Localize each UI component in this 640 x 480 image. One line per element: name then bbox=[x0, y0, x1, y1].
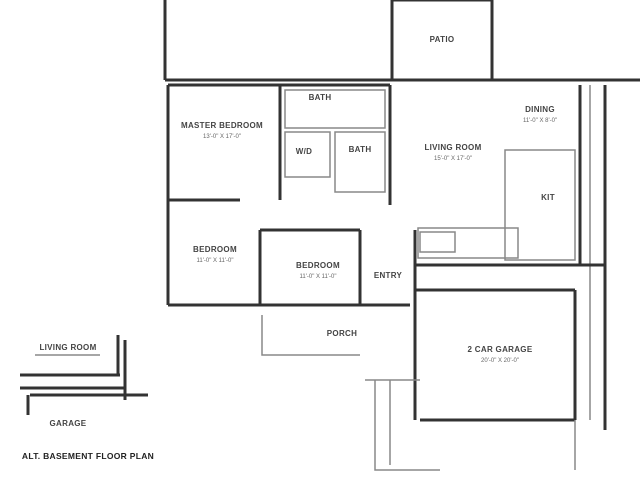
walls bbox=[163, 0, 640, 471]
svg-text:11'-0" X 11'-0": 11'-0" X 11'-0" bbox=[299, 274, 336, 280]
svg-text:11'-0" X 8'-0": 11'-0" X 8'-0" bbox=[523, 118, 557, 124]
label-entry: ENTRY bbox=[374, 271, 403, 280]
label-bedroom-2: BEDROOM bbox=[296, 261, 340, 270]
label-wd: W/D bbox=[296, 147, 312, 156]
label-porch: PORCH bbox=[327, 329, 357, 338]
label-bedroom-1: BEDROOM bbox=[193, 245, 237, 254]
alt-basement-inset bbox=[20, 335, 148, 415]
svg-text:13'-0" X 17'-0": 13'-0" X 17'-0" bbox=[203, 134, 241, 140]
label-master-bedroom: MASTER BEDROOM bbox=[181, 121, 263, 130]
label-patio: PATIO bbox=[430, 35, 455, 44]
inset-title: ALT. BASEMENT FLOOR PLAN bbox=[22, 451, 154, 461]
label-garage: 2 CAR GARAGE bbox=[468, 345, 533, 354]
label-bath-1: BATH bbox=[309, 93, 332, 102]
svg-text:20'-0" X 20'-0": 20'-0" X 20'-0" bbox=[481, 358, 519, 364]
label-dining: DINING bbox=[525, 105, 555, 114]
inset-label-garage: GARAGE bbox=[50, 419, 87, 428]
label-kitchen: KIT bbox=[541, 193, 555, 202]
svg-text:15'-0" X 17'-0": 15'-0" X 17'-0" bbox=[434, 156, 472, 162]
patio-outline bbox=[390, 0, 494, 82]
label-living-room: LIVING ROOM bbox=[424, 143, 481, 152]
inset-label-living-room: LIVING ROOM bbox=[39, 343, 96, 352]
label-bath-2: BATH bbox=[349, 145, 372, 154]
svg-text:11'-0" X 11'-0": 11'-0" X 11'-0" bbox=[196, 258, 233, 264]
room-labels: PATIO MASTER BEDROOM 13'-0" X 17'-0" BAT… bbox=[22, 35, 557, 461]
